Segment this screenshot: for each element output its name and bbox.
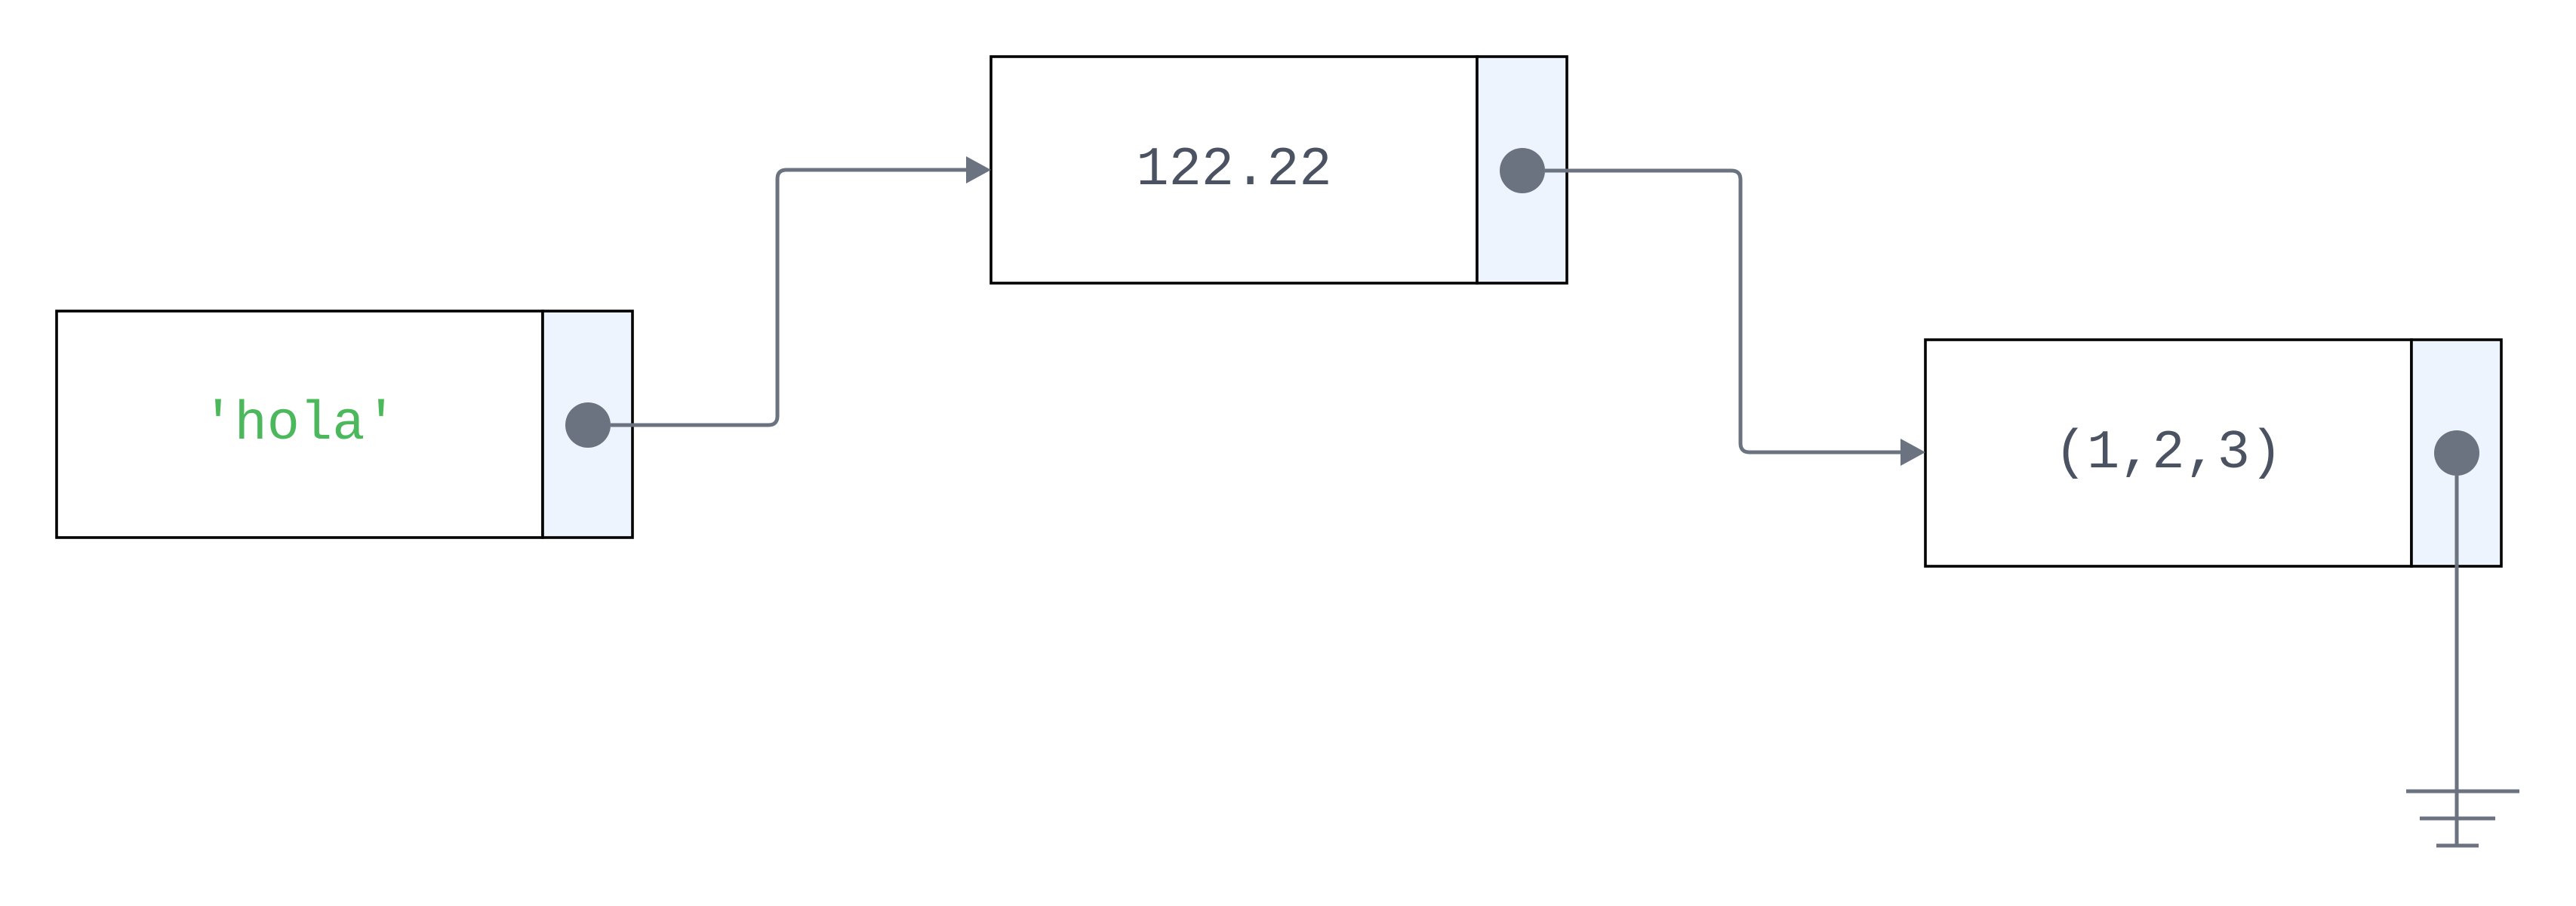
list-node: 'hola' [55,310,634,539]
link-arrow [1545,168,1925,466]
list-node: 122.22 [989,55,1568,285]
connector-line [1545,168,1902,455]
value-cell [989,55,1479,285]
null-terminator [2406,476,2519,848]
pointer-dot [2434,430,2479,476]
pointer-dot [1500,148,1545,193]
arrow-head [966,156,991,183]
link-arrow [611,156,991,427]
node-value: 'hola' [202,393,397,455]
list-node: (1,2,3) [1924,338,2503,568]
value-cell [55,310,544,539]
pointer-dot [565,402,611,448]
connector-line [611,168,968,427]
node-value: (1,2,3) [2054,422,2282,484]
value-cell [1924,338,2413,568]
node-value: 122.22 [1136,139,1331,201]
arrow-head [1900,439,1925,466]
